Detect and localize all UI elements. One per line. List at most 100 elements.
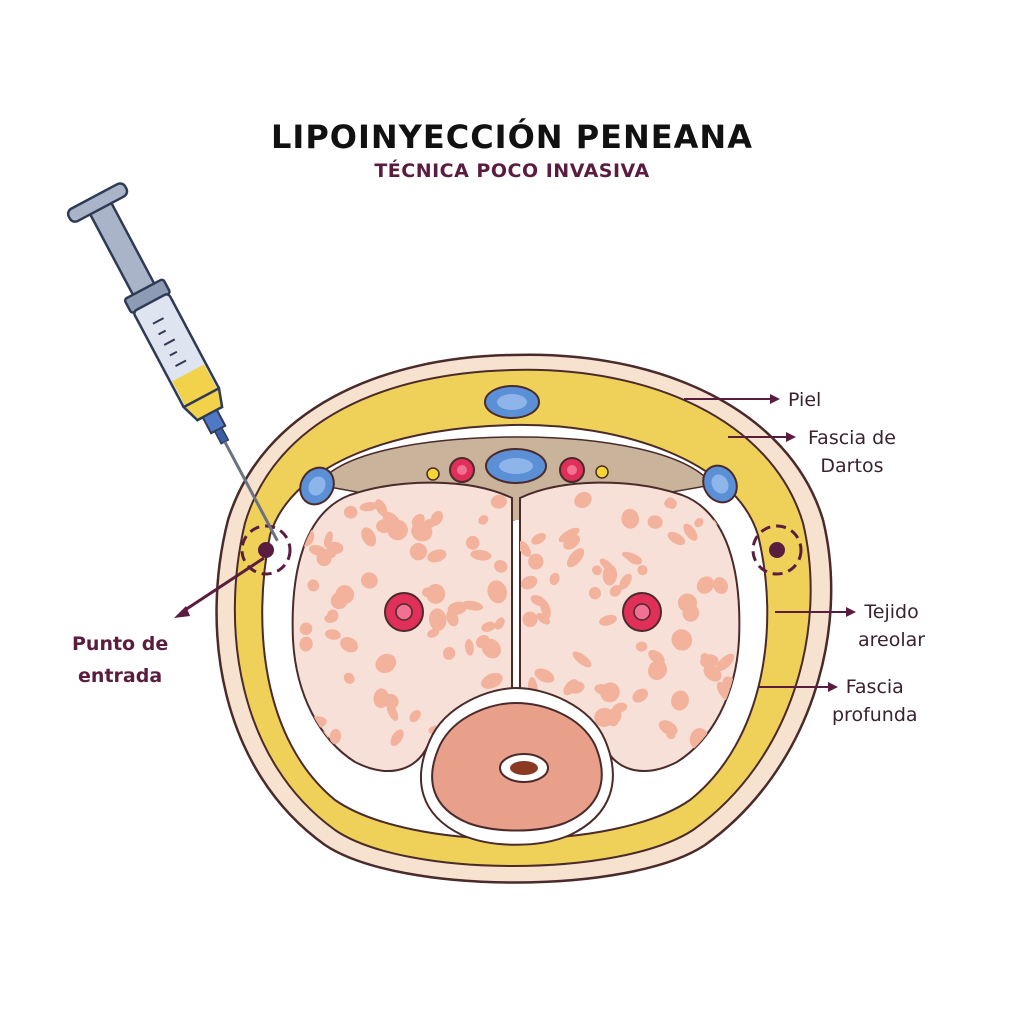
sinusoid [563, 679, 579, 696]
sinusoid [361, 527, 377, 547]
sinusoid [599, 558, 614, 572]
subtitle: TÉCNICA POCO INVASIVA [374, 160, 650, 182]
sinusoid [536, 612, 551, 625]
sinusoid [427, 628, 440, 638]
sinusoid [647, 515, 663, 529]
sinusoid [534, 668, 555, 683]
sinusoid [426, 583, 446, 604]
sinusoid [464, 639, 474, 656]
sinusoid [558, 527, 580, 543]
urethra-lumen [510, 761, 538, 775]
sinusoid [329, 728, 342, 745]
sinusoid [409, 543, 428, 561]
entry-point-dot-right [769, 542, 785, 558]
syringe [66, 182, 279, 542]
sinusoid [470, 549, 492, 561]
sinusoid [409, 710, 421, 723]
sinusoid [667, 531, 686, 545]
leader-lines [174, 394, 856, 692]
sinusoid [658, 720, 678, 736]
sinusoid [647, 660, 668, 680]
sinusoid [530, 594, 546, 607]
sinusoid [671, 629, 693, 651]
sinusoid [609, 584, 622, 597]
label-fascia-dartos: Fascia de Dartos [808, 427, 896, 477]
sinusoid [428, 608, 447, 631]
sinusoid [299, 622, 313, 636]
sinusoid [632, 688, 649, 703]
sinusoid [343, 505, 358, 519]
sinusoid [671, 690, 689, 711]
sinusoid [481, 672, 503, 689]
sinusoid [465, 535, 480, 550]
sinusoid [360, 572, 378, 589]
sinusoid [446, 609, 459, 627]
sinusoid [373, 688, 389, 709]
sinusoid [522, 611, 538, 628]
sinusoid [375, 653, 397, 674]
sinusoid [619, 573, 632, 590]
label-tejido-areolar: Tejido areolar [858, 601, 926, 651]
sinusoid [626, 554, 643, 565]
septum-wedge [470, 470, 556, 520]
sinusoid [490, 494, 507, 509]
sinusoid [592, 565, 602, 576]
sinusoid [694, 517, 704, 528]
sinusoid [326, 609, 339, 623]
sinusoid [307, 579, 320, 592]
sinusoid [600, 682, 620, 703]
sinusoid [461, 600, 484, 611]
sinusoid [343, 672, 355, 684]
sinusoid [664, 498, 677, 509]
sinusoid [713, 577, 728, 595]
entry-point-marker-left [240, 524, 292, 576]
sinusoid [599, 614, 617, 626]
sinusoid [607, 715, 619, 727]
entry-point-dot-left [258, 542, 274, 558]
sinusoid [520, 540, 532, 557]
sinusoid [335, 585, 355, 604]
sinusoid [299, 636, 313, 652]
sinusoid [682, 604, 700, 622]
sinusoid [696, 576, 715, 594]
dorsal-nerve-right [595, 465, 609, 479]
sinusoid [494, 559, 508, 573]
sinusoid [309, 544, 327, 557]
sinusoid [528, 553, 544, 570]
sinusoid [621, 508, 640, 529]
sinusoid [588, 587, 602, 600]
sinusoid [566, 548, 585, 568]
sinusoid [375, 499, 388, 517]
sinusoid [494, 617, 505, 630]
sinusoid [359, 501, 378, 512]
label-piel: Piel [788, 389, 822, 411]
sinusoid [520, 575, 538, 590]
sinusoid [386, 702, 399, 721]
sinusoid [531, 532, 547, 545]
dorsal-nerve-left [426, 467, 440, 481]
sinusoid [549, 572, 560, 586]
sinusoid [421, 587, 432, 597]
sinusoid [481, 638, 501, 659]
sinusoid [481, 621, 496, 632]
sinusoid [325, 629, 341, 640]
sinusoid [574, 491, 592, 509]
sinusoids-right [520, 491, 735, 750]
sinusoid [635, 641, 648, 652]
label-punto-de-entrada: Punto de entrada [72, 633, 169, 687]
label-fascia-profunda: Fascia profunda [832, 676, 918, 726]
sinusoid [572, 651, 592, 668]
title: LIPOINYECCIÓN PENEANA [271, 118, 753, 156]
sinusoid [666, 730, 676, 740]
sinusoid [700, 653, 709, 662]
sinusoid [382, 511, 401, 530]
sinusoid [340, 636, 358, 653]
entry-point-marker-right [751, 524, 803, 576]
sinusoid [422, 519, 435, 529]
sinusoid [442, 646, 456, 660]
sinusoid [390, 729, 404, 747]
sinusoid [637, 564, 648, 576]
sinusoid [427, 549, 447, 563]
